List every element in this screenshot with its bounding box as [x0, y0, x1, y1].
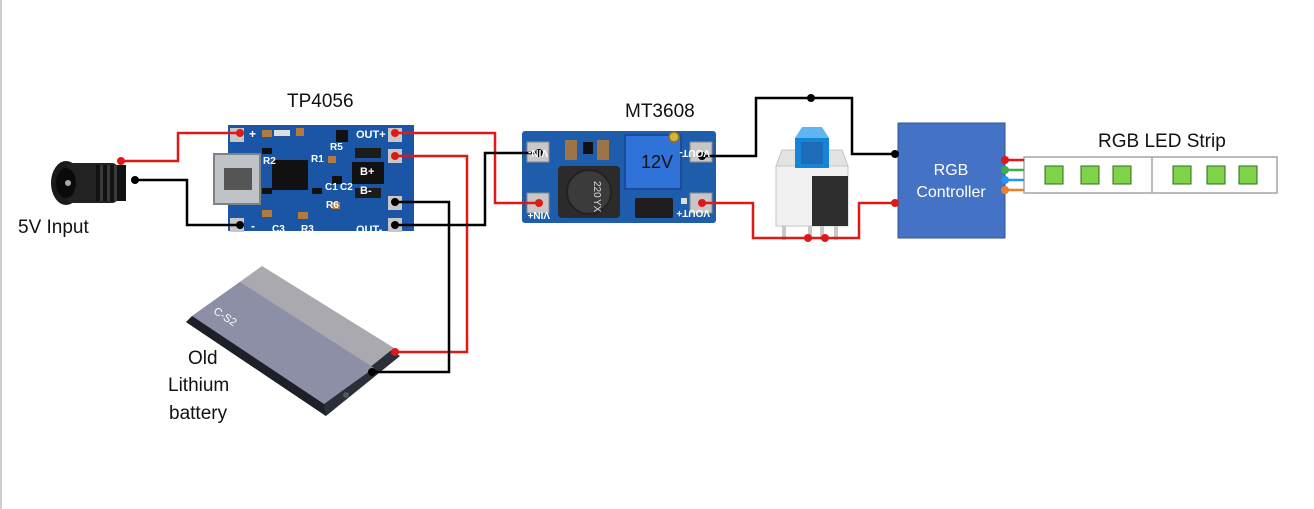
controller-label-line2: Controller: [916, 184, 986, 201]
tp4056-r2: R2: [263, 156, 276, 167]
page-left-border: [0, 0, 2, 509]
led-2: [1080, 165, 1100, 185]
tp4056-pin-b-minus: B-: [360, 185, 372, 197]
tp4056-r6: R6: [326, 200, 339, 211]
tp4056-label: TP4056: [287, 91, 354, 112]
tp4056-pin-b-plus: B+: [360, 166, 374, 178]
tp4056-pin-out-minus: OUT-: [356, 224, 383, 236]
led-5: [1206, 165, 1226, 185]
tp4056-r5: R5: [330, 142, 343, 153]
tp4056-c2: C2: [340, 182, 353, 193]
input-label: 5V Input: [18, 217, 89, 238]
tp4056-pin-plus: +: [249, 127, 256, 141]
led-strip-leds: [1044, 165, 1258, 185]
tp4056-pin-out-plus: OUT+: [356, 129, 386, 141]
controller-text: RGB Controller: [916, 162, 986, 201]
mt3608-pin-vout-plus: VOUT+: [676, 207, 710, 218]
tp4056-board: [213, 125, 414, 232]
rgb-controller: [897, 122, 1006, 239]
connection-dots-red: [117, 129, 1009, 356]
tp4056-pin-minus: -: [251, 219, 255, 233]
lithium-battery: [186, 266, 400, 416]
tp4056-r1: R1: [311, 154, 324, 165]
wire-tp4056-out-minus: [395, 151, 539, 227]
led-4: [1172, 165, 1192, 185]
wire-input-negative: [135, 178, 240, 227]
strip-pin-dots: [1001, 166, 1009, 194]
mt3608-pin-vout-minus: VOUT-: [679, 147, 710, 158]
mt3608-inductor-code: YX: [591, 199, 602, 213]
wire-tp4056-b-plus: [395, 154, 469, 354]
mt3608-pin-vin-plus: VIN+: [527, 209, 550, 220]
mt3608-inductor-value: 220: [591, 181, 602, 198]
tp4056-c1: C1: [325, 182, 338, 193]
controller-label-line1: RGB: [934, 162, 969, 179]
mt3608-label: MT3608: [625, 101, 695, 122]
led-6: [1238, 165, 1258, 185]
mt3608-board: [522, 131, 716, 223]
mt3608-silkscreen: VIN- VIN+ VOUT- VOUT+ 12V 220 YX: [527, 147, 710, 220]
led-1: [1044, 165, 1064, 185]
tp4056-silkscreen: OUT+ B+ B- OUT- + - R5 R2 R1 C1 C2 R6 C3…: [249, 127, 386, 236]
led-3: [1112, 165, 1132, 185]
wire-tp4056-out-plus: [395, 131, 539, 205]
mt3608-voltage-label: 12V: [641, 152, 673, 172]
battery-label-line2: Lithium: [168, 375, 230, 396]
wire-input-positive: [121, 131, 240, 163]
wires-negative: [135, 96, 898, 374]
mt3608-pin-vin-minus: VIN-: [528, 147, 548, 158]
dc-jack: [51, 161, 126, 205]
led-strip: [1023, 156, 1278, 194]
push-button-switch: [775, 127, 849, 240]
tp4056-c3: C3: [272, 224, 285, 235]
connection-dots-black: [131, 94, 899, 376]
led-strip-label: RGB LED Strip: [1098, 131, 1226, 152]
wire-tp4056-b-minus: [372, 200, 451, 374]
battery-label-line3: battery: [169, 403, 228, 424]
tp4056-r3: R3: [301, 224, 314, 235]
battery-label-line1: Old: [188, 348, 218, 369]
wire-mt3608-vout-minus: [702, 96, 898, 158]
